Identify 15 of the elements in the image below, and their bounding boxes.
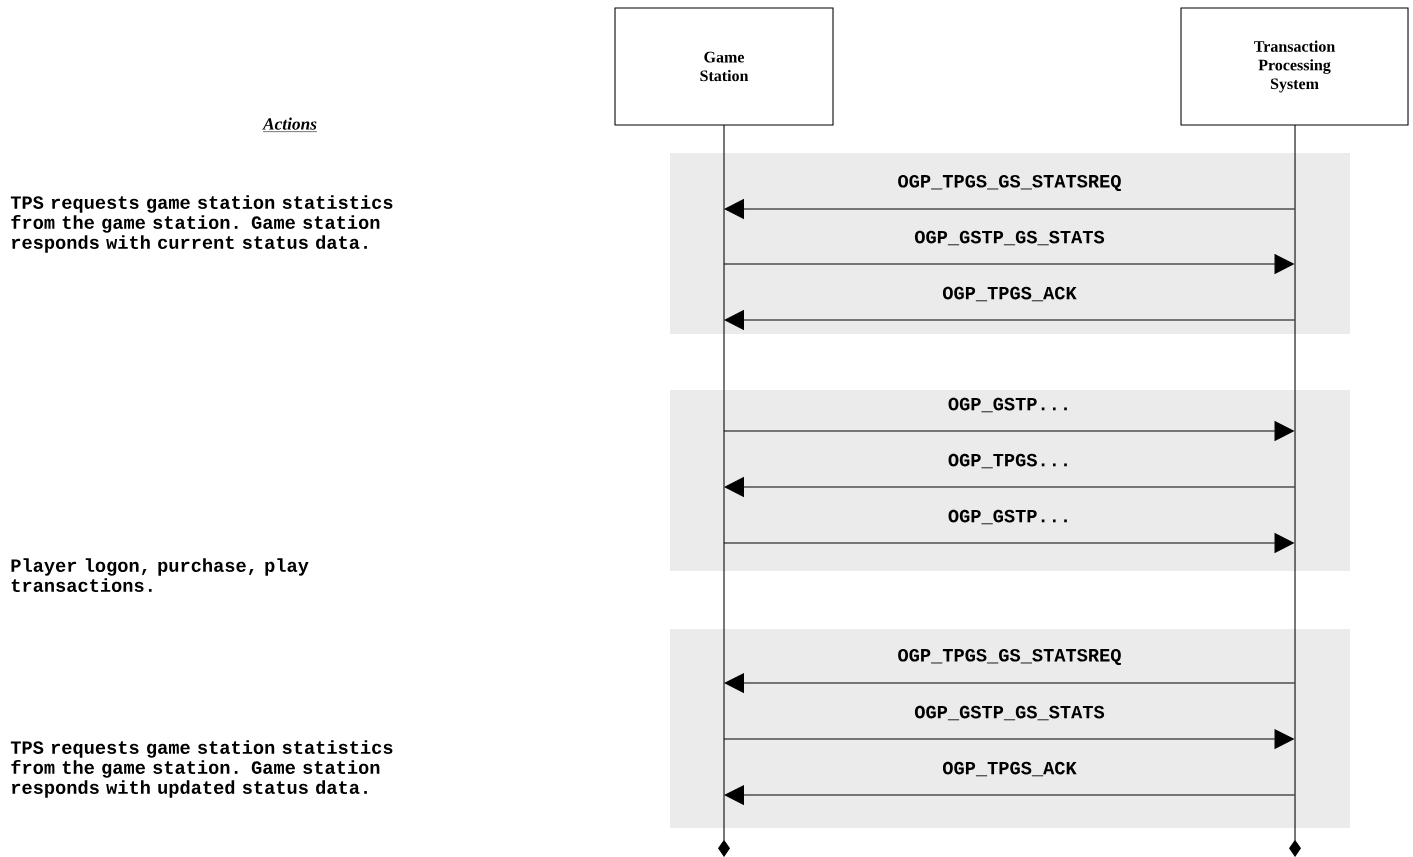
edge-label: OGP_TPGS_GS_STATSREQ — [894, 172, 1125, 194]
action-description: TPS requests game station statistics from the game station. Game station responds with current status data. — [10, 195, 393, 253]
edge-label: OGP_GSTP... — [945, 507, 1074, 527]
section-heading: Actions — [262, 117, 318, 132]
action-description: Player logon, purchase, play transactions. — [11, 558, 309, 592]
edge-label: OGP_GSTP_GS_STATS — [911, 703, 1108, 723]
edge-label: OGP_TPGS... — [945, 451, 1074, 471]
edge-label: OGP_TPGS_ACK — [939, 759, 1080, 779]
edge-label: OGP_TPGS_ACK — [939, 284, 1080, 304]
edge-label: OGP_GSTP... — [945, 395, 1074, 415]
participant-box: Game Station — [614, 7, 834, 126]
edge-label: OGP_GSTP_GS_STATS — [911, 228, 1108, 248]
edge-label: OGP_TPGS_GS_STATSREQ — [894, 646, 1125, 668]
participant-box: Transaction Processing System — [1180, 7, 1409, 126]
action-description: TPS requests game station statistics from the game station. Game station responds with updated status data. — [10, 740, 393, 798]
